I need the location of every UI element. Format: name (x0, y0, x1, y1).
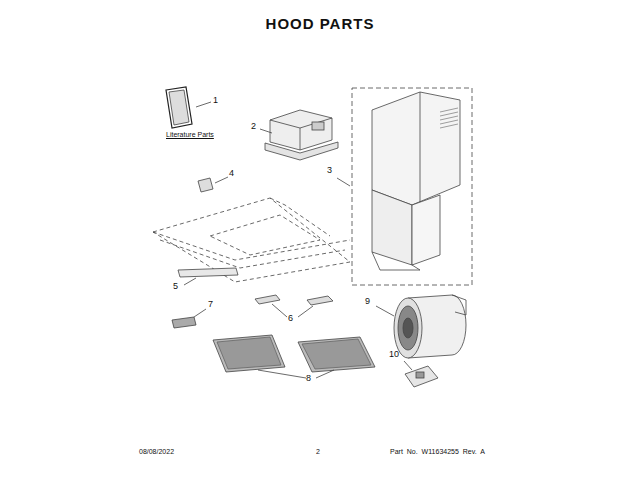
section-label: Literature Parts (166, 131, 214, 138)
blower-housing (260, 110, 338, 160)
callout-number: 10 (389, 350, 399, 359)
page-number: 2 (316, 448, 320, 455)
blower-motor (376, 295, 466, 358)
part-number: Part No. W11634255 Rev. A (390, 448, 485, 455)
chimney-duct-cover (337, 88, 472, 285)
callout-number: 9 (365, 297, 370, 306)
light-lens (172, 309, 206, 328)
page-title: HOOD PARTS (0, 15, 640, 32)
callout-number: 2 (251, 122, 256, 131)
literature-booklet (166, 87, 211, 128)
lamp (255, 295, 333, 317)
hood-canopy (153, 198, 350, 282)
callout-number: 5 (173, 282, 178, 291)
callout-number: 4 (229, 169, 234, 178)
callout-number: 7 (208, 300, 213, 309)
control-module (404, 361, 438, 387)
grease-filter (213, 335, 375, 378)
mounting-bracket (198, 177, 228, 192)
callout-number: 1 (213, 96, 218, 105)
control-panel-strip (178, 268, 238, 285)
callout-number: 3 (327, 166, 332, 175)
footer-date: 08/08/2022 (139, 448, 174, 455)
callout-number: 8 (306, 374, 311, 383)
callout-number: 6 (288, 314, 293, 323)
